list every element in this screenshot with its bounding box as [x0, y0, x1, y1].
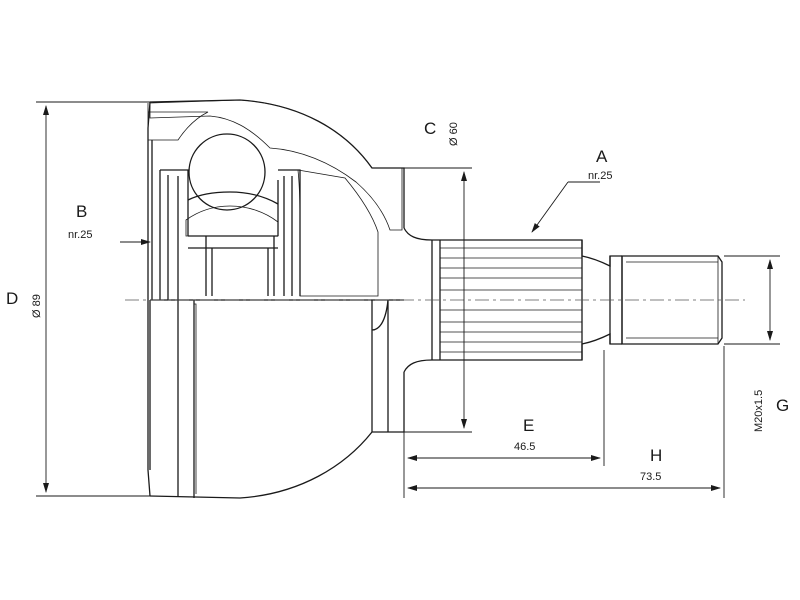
label-g-sub: M20x1.5	[753, 390, 765, 432]
dimension-a: A nr.25	[531, 147, 612, 233]
ball-bearing	[188, 133, 266, 211]
bell-housing-outline	[147, 99, 405, 499]
label-c: C	[424, 119, 436, 138]
label-b-sub: nr.25	[68, 229, 92, 241]
label-b: B	[76, 202, 87, 221]
dimension-d: D Ø 89	[6, 101, 150, 497]
dimension-g: G M20x1.5	[724, 255, 789, 432]
label-a: A	[596, 147, 608, 166]
label-g: G	[776, 396, 789, 415]
dimension-h: H 73.5	[407, 346, 725, 498]
bell-housing-section	[147, 99, 403, 297]
label-h-val: 73.5	[640, 471, 661, 483]
inner-cage	[151, 133, 301, 300]
label-c-sub: Ø 60	[448, 122, 460, 146]
label-d-sub: Ø 89	[31, 294, 43, 318]
dimension-e: E 46.5	[403, 350, 605, 498]
label-d: D	[6, 289, 18, 308]
label-e: E	[523, 416, 534, 435]
dimension-b: B nr.25	[68, 202, 151, 245]
label-e-val: 46.5	[514, 441, 535, 453]
label-a-sub: nr.25	[588, 170, 612, 182]
dimension-c: C Ø 60	[404, 119, 472, 433]
label-h: H	[650, 446, 662, 465]
